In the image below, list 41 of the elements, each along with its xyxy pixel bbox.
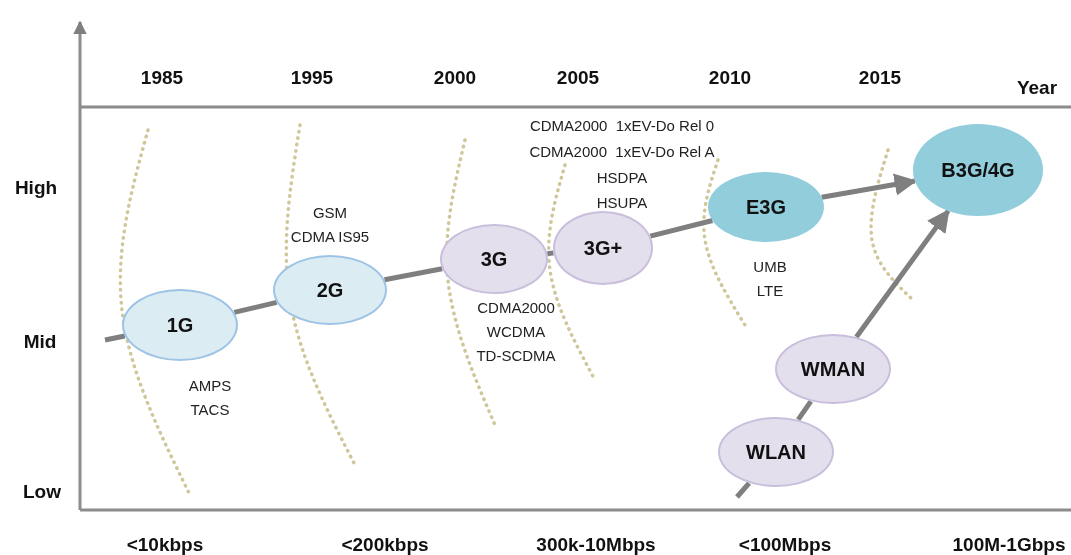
node-label: B3G/4G — [941, 158, 1015, 182]
technology-list: LTE — [756, 281, 784, 301]
technology-list: WCDMA — [486, 322, 546, 342]
year-label: 1985 — [140, 67, 184, 89]
technology-list: GSM — [312, 203, 348, 223]
technology-list: UMB — [753, 257, 787, 277]
technology-label: HSDPA — [596, 168, 648, 186]
axis-title: Year — [1016, 77, 1058, 99]
connector-line — [649, 218, 714, 239]
year-label: 2000 — [433, 67, 477, 89]
technology-list: TD-SCDMA — [476, 346, 556, 366]
connector-line — [384, 266, 443, 283]
connector-line — [233, 300, 278, 315]
speed-label: <200kbps — [341, 534, 429, 555]
level-label: High — [14, 177, 58, 199]
technology-list: CDMA2000 — [477, 298, 555, 318]
node-label: 1G — [166, 313, 194, 337]
speed-label: 100M-1Gbps — [952, 534, 1066, 555]
node-label: E3G — [746, 195, 786, 219]
technology-list: CDMA IS95 — [290, 227, 370, 247]
technology-label: HSUPA — [596, 193, 648, 211]
year-label: 2005 — [556, 67, 600, 89]
technology-label: CDMA2000 1xEV-Do Rel A — [529, 142, 715, 160]
speed-label: <100Mbps — [738, 534, 832, 555]
level-label: Low — [23, 481, 61, 503]
technology-list: TACS — [190, 400, 230, 420]
technology-label: CDMA2000 1xEV-Do Rel 0 — [529, 116, 715, 134]
node-label: WLAN — [746, 440, 806, 464]
node-label: WMAN — [800, 357, 866, 381]
year-label: 1995 — [290, 67, 334, 89]
connector-line — [104, 333, 126, 343]
node-label: 3G — [480, 247, 508, 271]
level-label: Mid — [23, 331, 57, 353]
technology-list: AMPS — [188, 376, 232, 396]
year-label: 2015 — [858, 67, 902, 89]
connector-line — [735, 481, 751, 499]
speed-label: <10kbps — [126, 534, 204, 555]
node-label: 3G+ — [583, 236, 623, 260]
year-label: 2010 — [708, 67, 752, 89]
speed-label: 300k-10Mbps — [536, 534, 656, 555]
node-label: 2G — [316, 278, 344, 302]
